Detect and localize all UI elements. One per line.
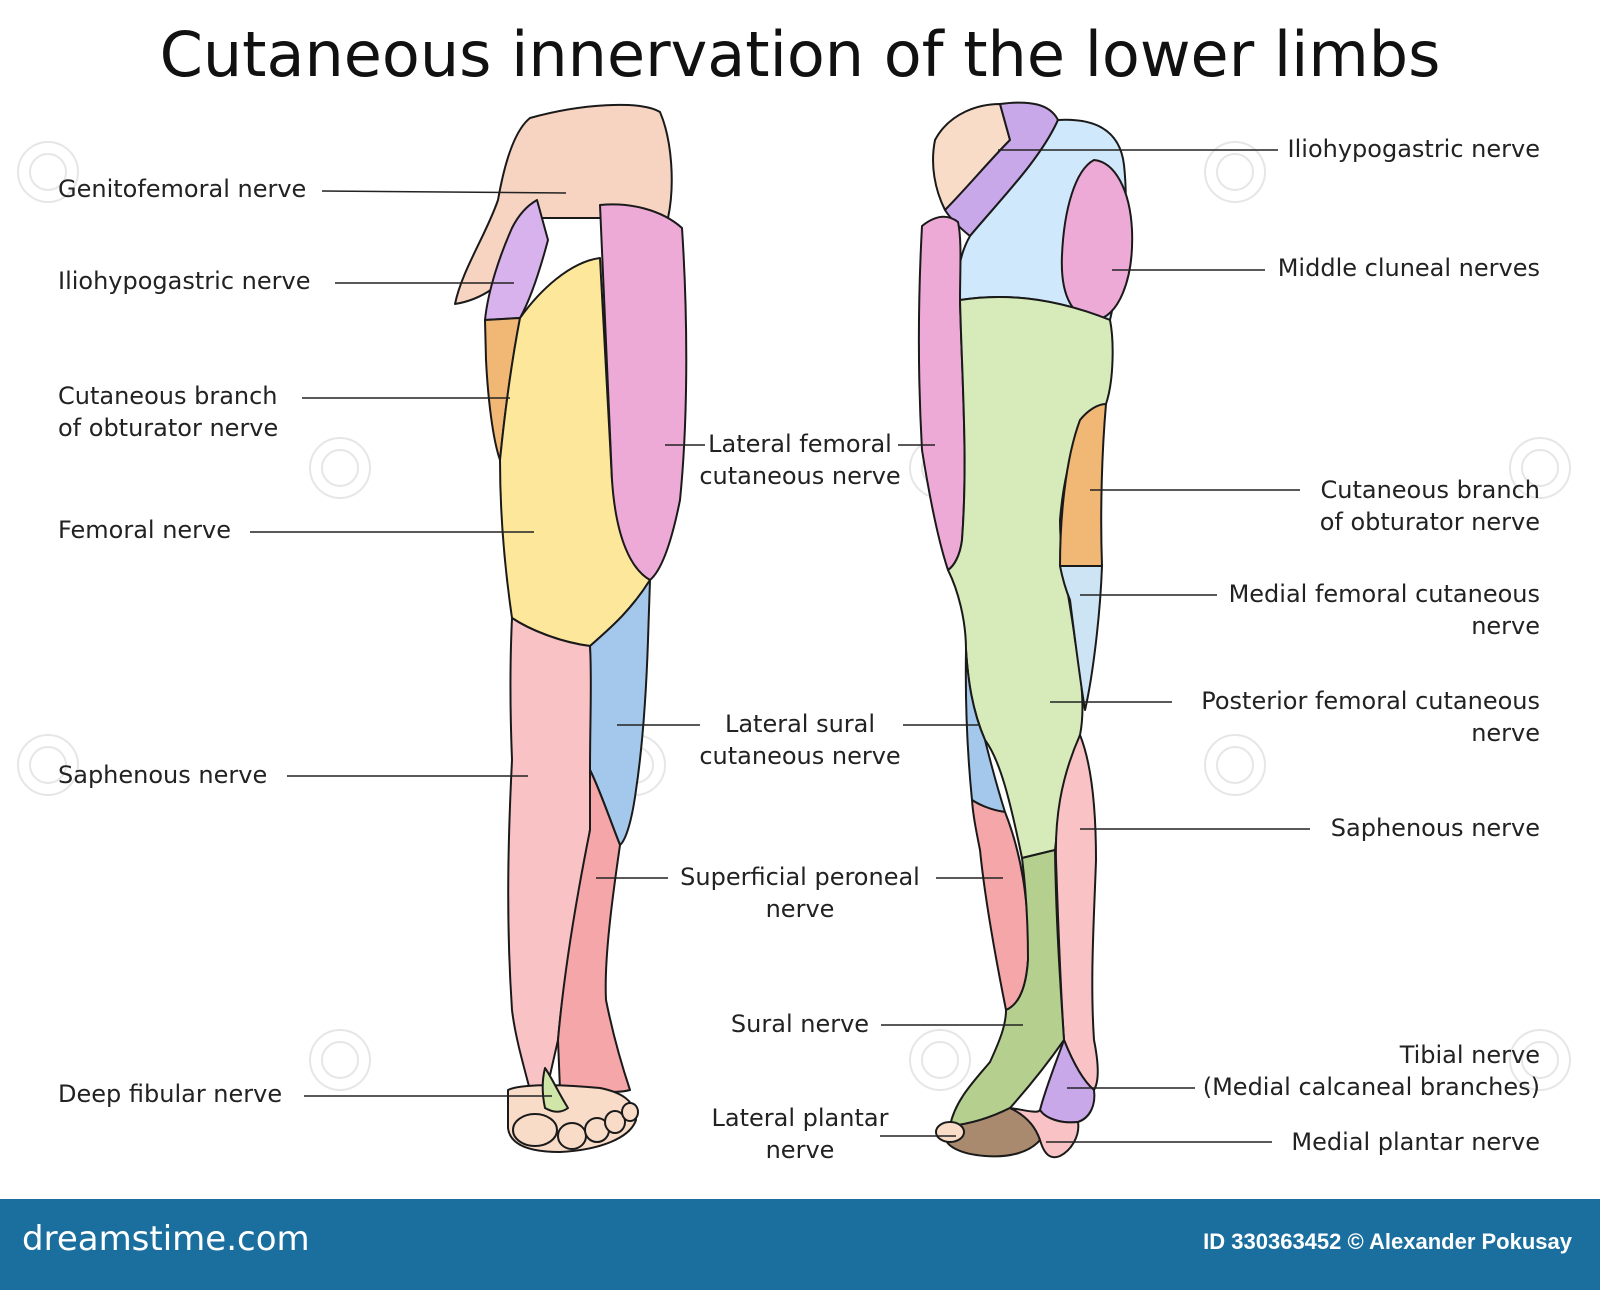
label-saphenous-nerve-posterior: Saphenous nerve — [1330, 814, 1540, 842]
sural-region — [949, 849, 1065, 1127]
brand-logo[interactable]: dreamstime.com — [22, 1219, 310, 1259]
lateral-femoral-region — [599, 203, 688, 581]
label-genitofemoral-nerve: Genitofemoral nerve — [58, 175, 307, 203]
posterior-leg — [918, 101, 1134, 1159]
superficial-peroneal-region — [557, 769, 631, 1093]
diagram-title: Cutaneous innervation of the lower limbs — [159, 18, 1441, 91]
deep-fibular-region — [541, 1067, 569, 1113]
obturator-post-region — [1059, 403, 1107, 567]
leader-lines — [250, 149, 1310, 1143]
iliohypogastric-region — [484, 199, 549, 321]
label-deep-fibular-nerve: Deep fibular nerve — [58, 1080, 283, 1108]
label-tibial-nerve: Tibial nerve(Medial calcaneal branches) — [1202, 1041, 1540, 1101]
limb-illustration — [17, 101, 1571, 1159]
label-iliohypogastric-nerve: Iliohypogastric nerve — [58, 267, 311, 295]
medial-femoral-region — [1059, 565, 1103, 711]
footer-bar: dreamstime.com ID 330363452 © Alexander … — [0, 1199, 1600, 1290]
lateral-femoral-post-region — [918, 215, 966, 571]
label-sural-nerve: Sural nerve — [730, 1010, 870, 1038]
image-credit: ID 330363452 © Alexander Pokusay — [1203, 1229, 1572, 1254]
label-medial-plantar-nerve: Medial plantar nerve — [1291, 1128, 1540, 1156]
label-femoral-nerve: Femoral nerve — [58, 516, 232, 544]
anterior-leg — [454, 103, 688, 1153]
lateral-sural-region — [589, 579, 651, 846]
label-saphenous-nerve: Saphenous nerve — [58, 761, 268, 789]
label-middle-cluneal-nerves: Middle cluneal nerves — [1277, 254, 1540, 282]
label-iliohypogastric-nerve-posterior: Iliohypogastric nerve — [1287, 135, 1540, 163]
